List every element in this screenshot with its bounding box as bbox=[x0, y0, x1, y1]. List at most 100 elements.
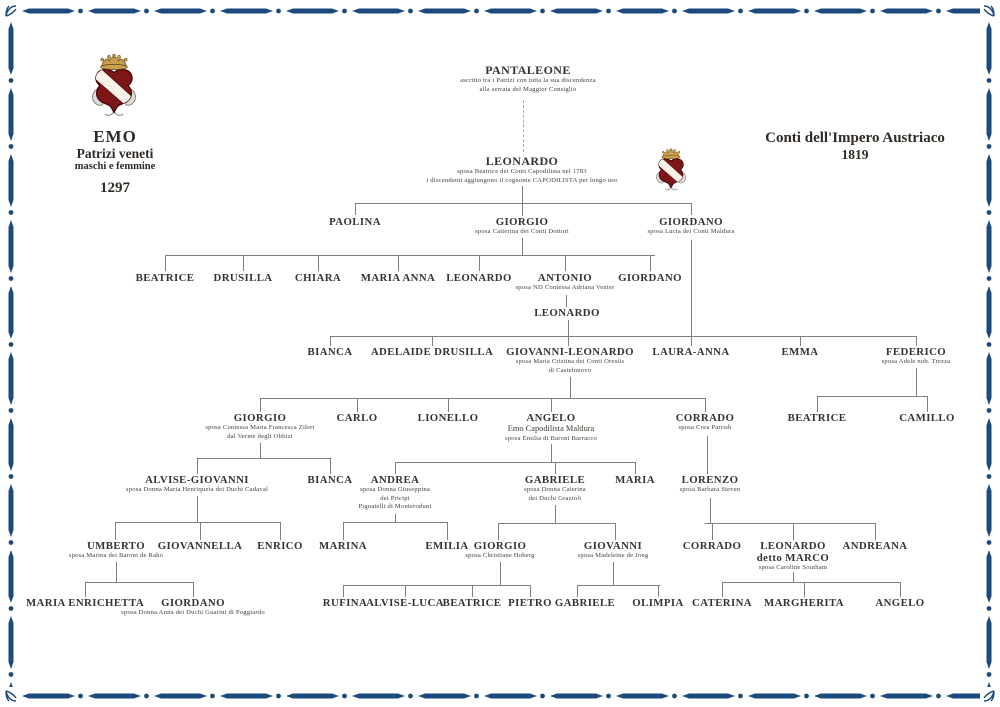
person-gabriele-1: GABRIELE sposa Donna Caterina dei Duchi … bbox=[524, 474, 586, 502]
connector bbox=[343, 522, 344, 540]
connector bbox=[523, 100, 524, 152]
family-subtitle-2: maschi e femmine bbox=[74, 161, 156, 172]
border-corner-flourish-icon bbox=[983, 690, 995, 702]
person-maria-enrichetta: MARIA ENRICHETTA bbox=[25, 597, 145, 609]
connector bbox=[570, 377, 571, 398]
person-paolina: PAOLINA bbox=[329, 216, 381, 228]
person-bianca-2: BIANCA bbox=[307, 474, 353, 486]
person-maria: MARIA bbox=[615, 474, 655, 486]
connector bbox=[817, 396, 818, 412]
connector bbox=[260, 398, 705, 399]
person-beatrice-3: BEATRICE bbox=[442, 597, 502, 609]
connector bbox=[280, 522, 281, 540]
person-leonardo-marco: LEONARDO detto MARCO sposa Caroline Sout… bbox=[756, 540, 830, 571]
connector bbox=[916, 368, 917, 396]
family-year: 1297 bbox=[99, 180, 130, 196]
person-rufina: RUFINA bbox=[322, 597, 368, 609]
person-angelo-2: ANGELO bbox=[875, 597, 925, 609]
connector bbox=[472, 585, 473, 597]
connector bbox=[343, 585, 530, 586]
connector bbox=[500, 562, 501, 585]
connector bbox=[405, 585, 406, 597]
person-giorgio-3: GIORGIO sposa Christiane Hoberg bbox=[465, 540, 535, 559]
connector bbox=[555, 462, 556, 474]
connector bbox=[793, 572, 794, 582]
person-laura-anna: LAURA-ANNA bbox=[652, 346, 730, 358]
connector bbox=[498, 523, 499, 540]
connector bbox=[566, 295, 567, 307]
person-chiara: CHIARA bbox=[294, 272, 342, 284]
connector bbox=[395, 462, 635, 463]
connector bbox=[355, 203, 691, 204]
connector bbox=[613, 562, 614, 585]
family-name: EMO bbox=[93, 127, 137, 146]
connector bbox=[635, 462, 636, 474]
person-umberto: UMBERTO sposa Marina dei Baroni de Raho bbox=[68, 540, 164, 559]
connector bbox=[398, 255, 399, 271]
person-corrado-1: CORRADO sposa Cora Parrish bbox=[675, 412, 735, 431]
connector bbox=[691, 240, 692, 346]
person-olimpia: OLIMPIA bbox=[632, 597, 684, 609]
connector bbox=[330, 336, 916, 337]
connector bbox=[115, 522, 116, 540]
connector bbox=[498, 523, 615, 524]
connector bbox=[568, 320, 569, 346]
connector bbox=[658, 585, 659, 597]
connector bbox=[193, 582, 194, 597]
connector bbox=[395, 514, 396, 522]
person-marina: MARINA bbox=[319, 540, 367, 552]
connector bbox=[355, 203, 356, 215]
person-giordano-2: GIORDANO bbox=[618, 272, 682, 284]
person-lorenzo: LORENZO sposa Barbara Steven bbox=[679, 474, 741, 493]
connector bbox=[116, 562, 117, 582]
person-maria-anna: MARIA ANNA bbox=[360, 272, 436, 284]
person-caterina: CATERINA bbox=[692, 597, 752, 609]
person-alvise-luca: ALVISE-LUCA bbox=[366, 597, 444, 609]
border-corner-flourish-icon bbox=[5, 690, 17, 702]
connector bbox=[927, 396, 928, 412]
connector bbox=[577, 585, 578, 597]
person-pantaleone: PANTALEONE ascritto tra i Patrizi con tu… bbox=[460, 63, 596, 93]
right-title: Conti dell'Impero Austriaco bbox=[765, 130, 945, 146]
connector bbox=[900, 582, 901, 597]
family-subtitle: Patrizi veneti bbox=[76, 146, 154, 161]
family-crest-icon bbox=[86, 44, 142, 128]
person-federico: FEDERICO sposa Adele nob. Trezza bbox=[881, 346, 951, 365]
person-margherita: MARGHERITA bbox=[764, 597, 844, 609]
connector bbox=[260, 443, 261, 458]
connector bbox=[615, 523, 616, 540]
connector bbox=[551, 398, 552, 412]
connector bbox=[448, 398, 449, 412]
person-giorgio-1: GIORGIO sposa Catterina dei Conti Dottor… bbox=[475, 216, 569, 235]
person-leonardo-1: LEONARDO sposa Beatrice dei Conti Capodi… bbox=[426, 154, 618, 184]
border-corner-flourish-icon bbox=[983, 5, 995, 17]
connector bbox=[85, 582, 86, 597]
connector bbox=[705, 398, 706, 412]
connector bbox=[722, 582, 723, 597]
connector bbox=[343, 585, 344, 597]
person-emilia: EMILIA bbox=[425, 540, 469, 552]
person-lionello: LIONELLO bbox=[417, 412, 479, 424]
connector bbox=[577, 585, 660, 586]
person-adelaide-drusilla: ADELAIDE DRUSILLA bbox=[370, 346, 494, 358]
connector bbox=[916, 336, 917, 346]
decorative-border-bottom bbox=[20, 692, 980, 700]
connector bbox=[565, 255, 566, 271]
person-giovanni: GIOVANNI sposa Madeleine de Jong bbox=[577, 540, 649, 559]
connector bbox=[330, 336, 331, 346]
connector bbox=[115, 522, 280, 523]
person-giordano-3: GIORDANO sposa Donna Anna dei Duchi Guar… bbox=[121, 597, 265, 616]
connector bbox=[343, 522, 447, 523]
connector bbox=[330, 458, 331, 474]
person-carlo: CARLO bbox=[336, 412, 378, 424]
person-bianca-1: BIANCA bbox=[307, 346, 353, 358]
connector bbox=[650, 255, 651, 271]
person-beatrice-1: BEATRICE bbox=[135, 272, 195, 284]
family-heading: EMO Patrizi veneti maschi e femmine 1297 bbox=[75, 128, 155, 197]
person-giordano-1: GIORDANO sposa Lucia dei Conti Maldura bbox=[647, 216, 735, 235]
connector bbox=[200, 522, 201, 540]
person-giorgio-2: GIORGIO sposa Contessa Maria Francesca Z… bbox=[205, 412, 315, 440]
person-camillo: CAMILLO bbox=[899, 412, 955, 424]
connector bbox=[165, 255, 166, 271]
